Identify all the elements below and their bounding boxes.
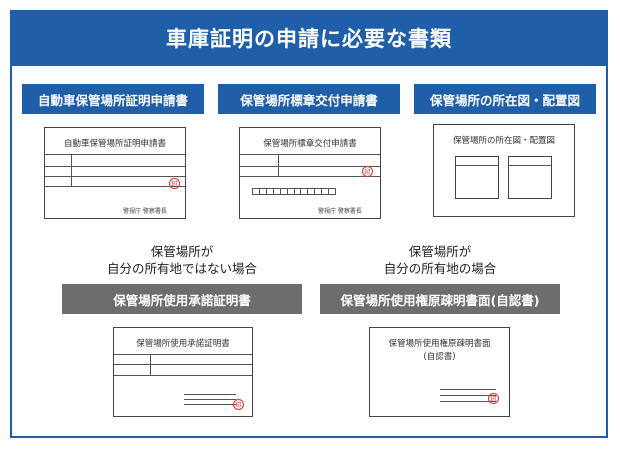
plate-box — [272, 188, 280, 195]
label-usage-consent-certificate: 保管場所使用承諾証明書 — [62, 284, 302, 314]
form-line — [114, 375, 252, 376]
doc-parking-certificate-application: 自動車保管場所証明申請書 印 警視庁 警察署長 — [44, 127, 186, 219]
caption-not-own-land: 保管場所が 自分の所有地ではない場合 — [62, 243, 302, 277]
page-title: 車庫証明の申請に必要な書類 — [10, 10, 608, 66]
form-line — [509, 165, 551, 166]
plate-box — [300, 188, 308, 195]
caption-line: 保管場所が — [150, 244, 214, 259]
plate-box — [252, 188, 259, 195]
signature-line — [440, 389, 496, 390]
form-line — [456, 165, 498, 166]
map-box-location — [455, 156, 499, 199]
plate-box — [293, 188, 301, 195]
plate-number-boxes — [252, 188, 337, 195]
caption-own-land: 保管場所が 自分の所有地の場合 — [320, 243, 560, 277]
form-line — [114, 364, 252, 365]
label-parking-sticker-application: 保管場所標章交付申請書 — [218, 84, 400, 114]
content-frame — [10, 10, 608, 438]
issuer-text: 警視庁 警察署長 — [123, 208, 167, 215]
doc-title: 自動車保管場所証明申請書 — [63, 139, 166, 149]
form-line — [278, 154, 279, 176]
form-line — [240, 166, 380, 167]
plate-box — [314, 188, 322, 195]
seal-stamp: 印 — [169, 178, 180, 189]
seal-stamp: 印 — [488, 393, 499, 404]
form-line — [240, 176, 380, 177]
signature-line — [184, 404, 236, 405]
signature-line — [184, 394, 236, 395]
form-line — [150, 354, 151, 375]
form-line — [45, 166, 185, 167]
caption-line: 自分の所有地ではない場合 — [106, 261, 257, 276]
issuer-text: 警視庁 警察署長 — [318, 208, 362, 215]
doc-title: 保管場所使用権原疎明書面 — [388, 339, 491, 349]
signature-line — [184, 399, 236, 400]
plate-box — [321, 188, 329, 195]
signature-line — [440, 395, 496, 396]
caption-line: 保管場所が — [408, 244, 472, 259]
doc-parking-sticker-application: 保管場所標章交付申請書 印 警視庁 警察署長 — [239, 127, 381, 219]
plate-box — [307, 188, 315, 195]
signature-line — [440, 401, 496, 402]
label-location-map: 保管場所の所在図・配置図 — [414, 84, 596, 114]
plate-box — [265, 188, 273, 195]
form-line — [45, 176, 185, 177]
doc-title: 保管場所の所在図・配置図 — [452, 136, 555, 146]
doc-usage-rights-declaration: 保管場所使用権原疎明書面 (自認書) 印 — [369, 327, 510, 417]
doc-title: 保管場所使用承諾証明書 — [136, 339, 230, 349]
map-box-layout — [508, 156, 552, 199]
seal-stamp: 印 — [362, 166, 373, 177]
caption-line: 自分の所有地の場合 — [383, 261, 497, 276]
form-line — [45, 186, 185, 187]
plate-box — [286, 188, 294, 195]
form-line — [240, 154, 380, 155]
form-line — [71, 154, 72, 186]
doc-usage-consent-certificate: 保管場所使用承諾証明書 印 — [113, 327, 253, 417]
doc-title: 保管場所標章交付申請書 — [263, 139, 357, 149]
doc-location-map: 保管場所の所在図・配置図 — [433, 124, 575, 217]
form-line — [114, 354, 252, 355]
label-usage-rights-declaration: 保管場所使用権原疎明書面(自認書) — [320, 284, 560, 314]
label-parking-certificate-application: 自動車保管場所証明申請書 — [22, 84, 204, 114]
doc-subtitle: (自認書) — [423, 352, 456, 362]
seal-stamp: 印 — [233, 399, 244, 410]
plate-box — [279, 188, 287, 195]
plate-box — [328, 188, 337, 195]
form-line — [45, 154, 185, 155]
plate-box — [258, 188, 266, 195]
